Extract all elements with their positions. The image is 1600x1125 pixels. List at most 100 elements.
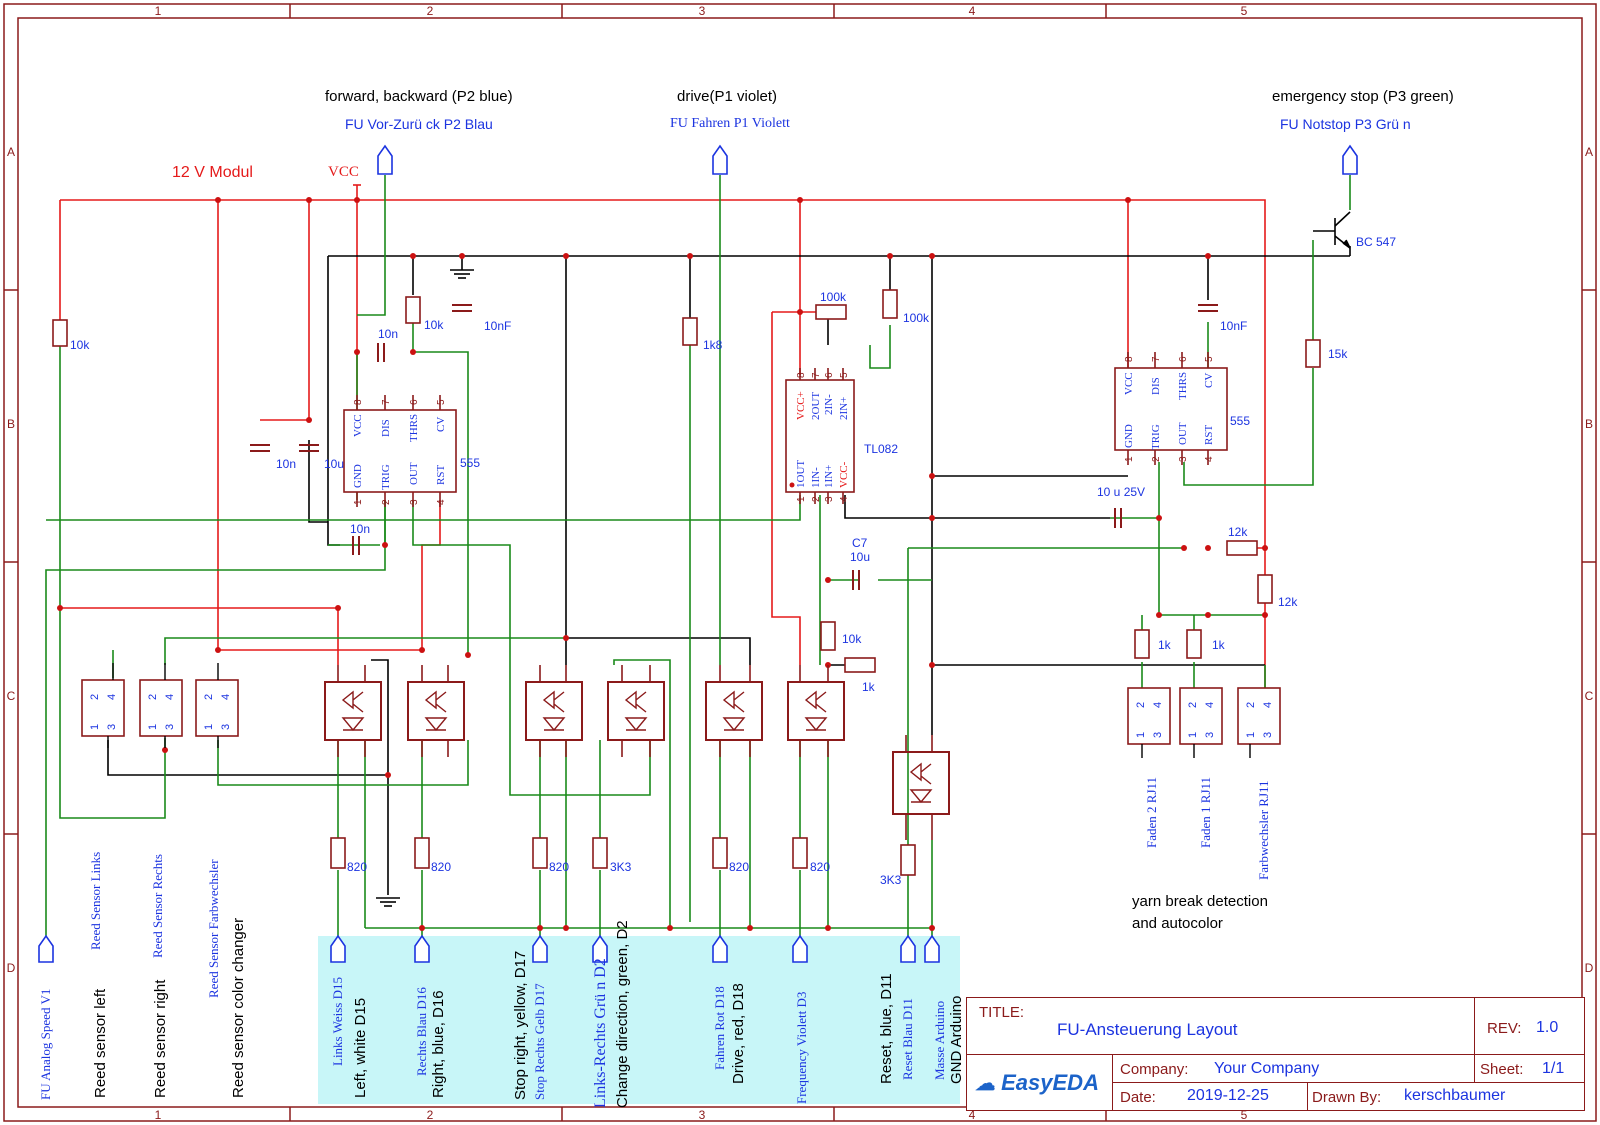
- resistor-3k3: [900, 844, 916, 876]
- component-value: 10nF: [484, 319, 512, 333]
- svg-text:1: 1: [89, 724, 101, 730]
- resistor-10k: [820, 621, 836, 651]
- net-label-reed-farb: Reed Sensor Farbwechsler: [206, 859, 221, 998]
- annotation-right-blue: Right, blue, D16: [430, 990, 447, 1098]
- red-wires: [59, 184, 1266, 690]
- annotation-yarn-1: yarn break detection: [1132, 893, 1268, 910]
- svg-text:8: 8: [353, 399, 364, 405]
- svg-text:3: 3: [220, 724, 232, 730]
- svg-text:THRS: THRS: [1177, 372, 1189, 400]
- svg-text:3: 3: [409, 499, 420, 505]
- svg-text:8: 8: [796, 372, 807, 378]
- junctions: [57, 197, 1268, 931]
- component-value: 1k: [1212, 638, 1225, 652]
- net-label-links-rechts: Links-Rechts Grü n D2: [592, 958, 609, 1108]
- resistor-3k3: [592, 837, 608, 869]
- col-label: 2: [427, 1108, 434, 1122]
- component-value: 12k: [1278, 595, 1298, 609]
- reed-connector-right: [139, 679, 183, 737]
- svg-text:RST: RST: [1203, 425, 1215, 445]
- resistor-1k8: [682, 317, 698, 346]
- svg-text:1IN-: 1IN-: [810, 467, 822, 488]
- svg-text:3: 3: [1204, 732, 1216, 738]
- title-block: TITLE: FU-Ansteuerung Layout REV: 1.0 ☁ …: [966, 997, 1585, 1111]
- resistor-100k: [815, 304, 847, 320]
- component-value: 820: [549, 860, 570, 874]
- svg-text:4: 4: [164, 694, 176, 700]
- col-label: 3: [699, 4, 706, 18]
- company-value: Your Company: [1214, 1060, 1320, 1077]
- svg-text:VCC-: VCC-: [838, 461, 850, 488]
- svg-text:6: 6: [824, 372, 835, 378]
- net-label-links-weiss: Links Weiss D15: [330, 977, 345, 1066]
- drawn-label: Drawn By:: [1312, 1089, 1382, 1106]
- opto-inner: [341, 690, 933, 804]
- drawn-value: kerschbaumer: [1404, 1087, 1506, 1104]
- annotation-change-dir: Change direction, green, D2: [614, 920, 631, 1108]
- sheet-value: 1/1: [1542, 1060, 1565, 1077]
- opto-stubs: [337, 665, 933, 840]
- resistor-12k: [1257, 574, 1273, 604]
- svg-text:2: 2: [89, 694, 101, 700]
- resistor-1k: [1186, 629, 1202, 659]
- net-label-vcc: VCC: [328, 164, 359, 180]
- svg-text:1: 1: [147, 724, 159, 730]
- ic-tl082: [785, 379, 855, 493]
- rev-label: REV:: [1487, 1020, 1522, 1037]
- svg-text:DIS: DIS: [1150, 377, 1162, 395]
- net-label-fahren-rot: Fahren Rot D18: [712, 986, 727, 1070]
- net-label-faden1: Faden 1 RJ11: [1198, 776, 1213, 848]
- net-label-faden2: Faden 2 RJ11: [1144, 776, 1159, 848]
- component-value: 1k8: [703, 338, 723, 352]
- svg-text:1: 1: [353, 499, 364, 505]
- component-value: 10k: [424, 318, 444, 332]
- component-value: 10nF: [1220, 319, 1248, 333]
- sheet-label: Sheet:: [1480, 1061, 1524, 1078]
- sheet-frame: [3, 3, 1597, 1122]
- svg-text:4: 4: [1204, 702, 1216, 708]
- row-label: C: [7, 689, 16, 703]
- annotation-drive: drive(P1 violet): [677, 88, 778, 105]
- svg-text:GND: GND: [1123, 424, 1135, 448]
- annotation-gnd: GND Arduino: [948, 995, 965, 1084]
- col-label: 5: [1241, 4, 1248, 18]
- net-label-fu-vor: FU Vor-Zurü ck P2 Blau: [345, 116, 493, 132]
- svg-text:THRS: THRS: [408, 414, 420, 442]
- component-value: 820: [347, 860, 368, 874]
- col-label: 4: [969, 4, 976, 18]
- resistor-820: [414, 837, 430, 869]
- net-label-fu-notstop: FU Notstop P3 Grü n: [1280, 116, 1411, 132]
- component-value: 15k: [1328, 347, 1348, 361]
- net-label-masse: Masse Arduino: [932, 1000, 947, 1080]
- component-value: 1k: [862, 680, 875, 694]
- svg-text:3: 3: [1152, 732, 1164, 738]
- svg-text:1: 1: [203, 724, 215, 730]
- svg-text:1: 1: [1245, 732, 1257, 738]
- row-label: D: [7, 961, 16, 975]
- resistor-820: [532, 837, 548, 869]
- rj11-faden2: [1127, 687, 1171, 745]
- svg-text:OUT: OUT: [1177, 422, 1189, 445]
- svg-text:3: 3: [106, 724, 118, 730]
- col-label: 1: [155, 4, 162, 18]
- component-value: BC 547: [1356, 235, 1397, 249]
- component-value: 10u: [850, 550, 871, 564]
- row-label: B: [7, 417, 15, 431]
- component-value: 10n: [276, 457, 297, 471]
- svg-text:TRIG: TRIG: [380, 464, 392, 490]
- optocoupler-2: [407, 681, 465, 741]
- black-wires: [107, 246, 1351, 895]
- component-value: C7: [852, 536, 868, 550]
- col-label: 2: [427, 4, 434, 18]
- resistor-12k: [1226, 540, 1258, 556]
- component-value: 10n: [350, 522, 371, 536]
- net-label-reed-rechts: Reed Sensor Rechts: [150, 854, 165, 958]
- connector-stubs: [107, 663, 1251, 758]
- col-label: 5: [1241, 1108, 1248, 1122]
- ground-symbols: [376, 268, 474, 907]
- row-label: D: [1585, 961, 1594, 975]
- svg-text:1IN+: 1IN+: [823, 465, 835, 488]
- svg-text:VCC: VCC: [1123, 372, 1135, 395]
